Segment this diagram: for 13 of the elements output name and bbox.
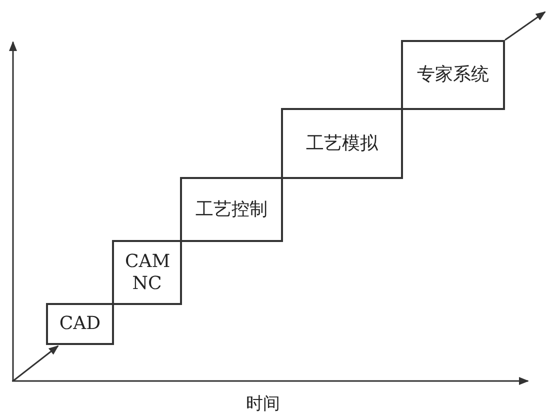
step-box	[401, 40, 505, 110]
step-box	[46, 303, 114, 345]
axis-label: 时间	[246, 393, 280, 415]
step-box	[180, 177, 283, 242]
arrow	[504, 11, 546, 41]
step-box	[281, 108, 403, 179]
arrow	[12, 345, 59, 382]
step-box	[112, 240, 182, 305]
box-label: CAD	[59, 313, 101, 335]
box-label: CAM NC	[125, 250, 169, 294]
box-label: 工艺模拟	[306, 132, 378, 154]
box-label: 工艺控制	[196, 198, 268, 220]
box-label: 专家系统	[417, 64, 489, 86]
